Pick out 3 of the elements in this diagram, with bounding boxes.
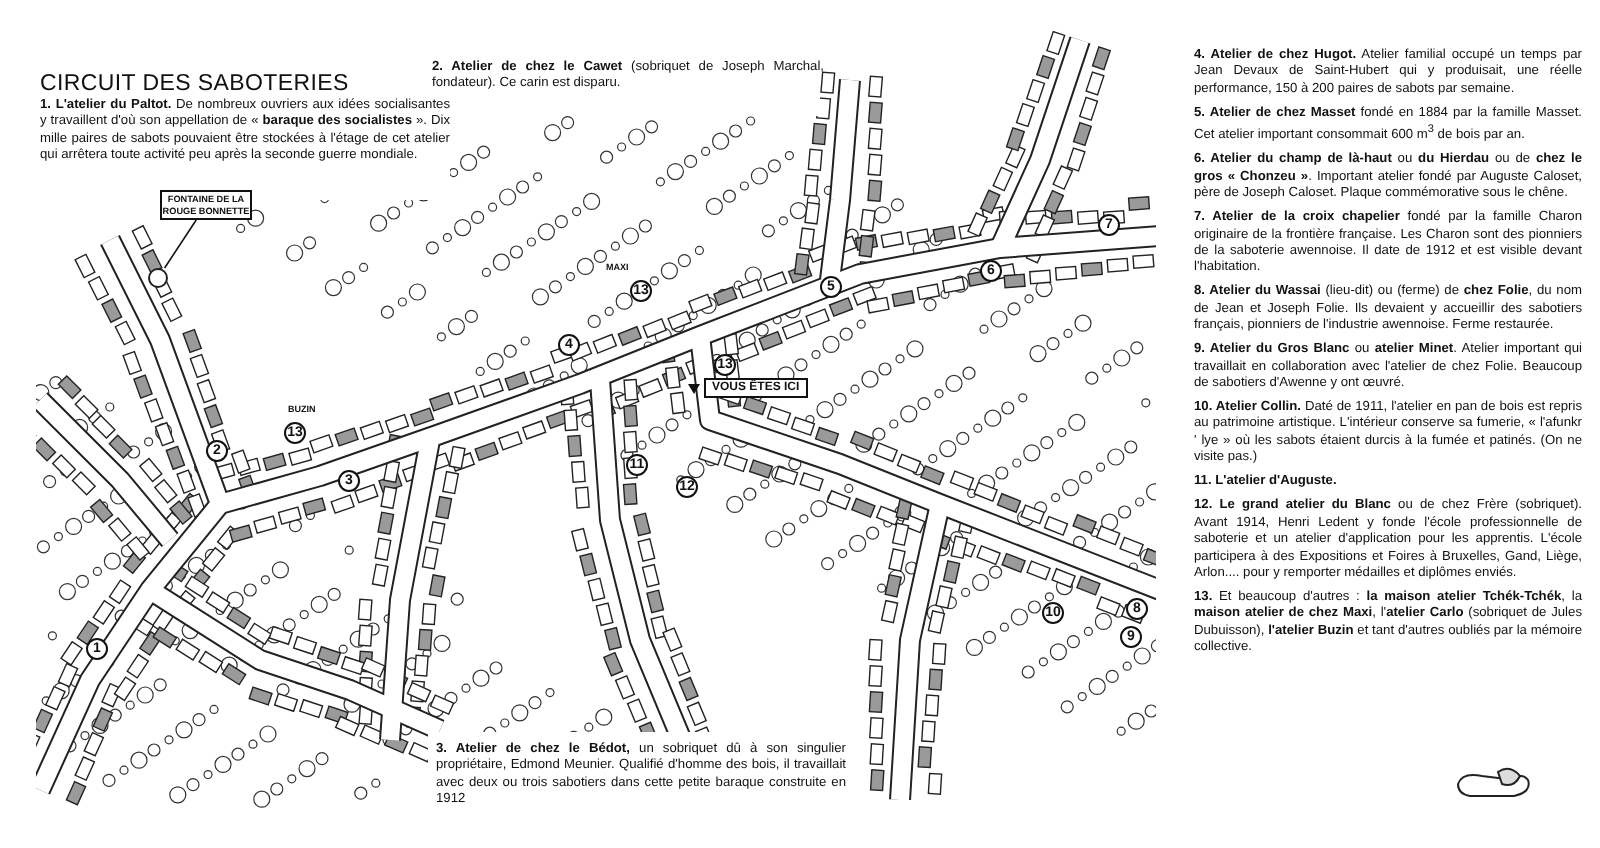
leader-line — [163, 219, 197, 269]
fountain-circle — [148, 268, 168, 288]
title: CIRCUIT DES SABOTERIES — [40, 72, 349, 96]
